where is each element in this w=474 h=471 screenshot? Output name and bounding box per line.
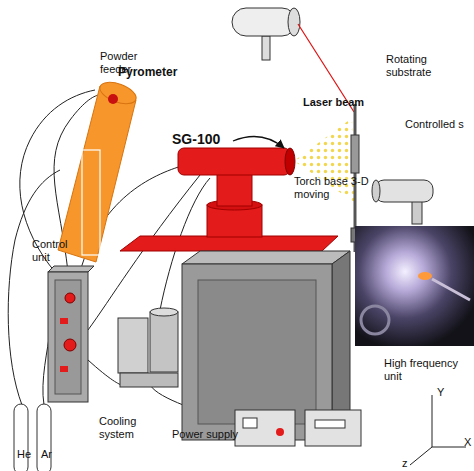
feeder-top: [97, 78, 139, 108]
hf-display: [315, 420, 345, 428]
cooling-nozzle: [372, 180, 433, 224]
part-label: Rotating substrate: [386, 53, 448, 78]
part-label: Cooling system: [99, 415, 149, 440]
nozzle-body: [375, 180, 433, 202]
axis-label: Y: [437, 386, 444, 399]
pyrometer-lens: [288, 8, 300, 36]
wire: [88, 360, 122, 385]
plasma-torch: [178, 148, 295, 237]
torch-body: [178, 148, 290, 175]
x-axis: [432, 447, 466, 448]
pyrometer: [232, 8, 300, 60]
photo-background: [355, 226, 474, 346]
torch-nozzle: [285, 148, 295, 175]
pyrometer-stand: [262, 36, 270, 60]
photo-torch: [432, 279, 470, 300]
gas-cylinder: [37, 404, 51, 471]
axis-label: X: [464, 436, 471, 449]
hf-box: [305, 410, 361, 446]
part-label: High frequency unit: [384, 357, 470, 382]
control-cabinet: [48, 272, 88, 402]
control-button: [64, 339, 76, 351]
gas-label: Ar: [41, 448, 52, 461]
axis-label: z: [402, 457, 408, 470]
torch-column: [217, 172, 252, 206]
gas-cylinder: [14, 404, 28, 471]
cooling-pump-top: [150, 308, 178, 316]
powder-feeder: [58, 78, 139, 262]
part-label: Powder feeder: [100, 50, 152, 75]
feeder-indicator: [108, 94, 118, 104]
y-axis: [432, 395, 433, 447]
pyrometer-body: [232, 8, 296, 36]
photo-flame: [418, 272, 432, 280]
substrate-sample: [351, 135, 359, 173]
feeder-window: [82, 150, 100, 255]
gas-cylinders: [14, 404, 51, 471]
part-label: Control unit: [32, 238, 78, 263]
coordinate-axes: [410, 395, 466, 465]
cabinet-panel: [198, 280, 316, 424]
nozzle-tip: [372, 180, 380, 202]
cooling-base: [120, 373, 178, 387]
cooling-tank: [118, 318, 148, 373]
power-knob: [276, 428, 284, 436]
control-panel: [55, 280, 81, 394]
photo-holder: [361, 306, 389, 334]
part-label: Controlled s: [405, 118, 464, 131]
control-switch: [60, 366, 68, 372]
part-label: Torch base 3-D moving: [294, 175, 386, 200]
control-switch: [60, 318, 68, 324]
gas-label: He: [17, 448, 31, 461]
part-label: Power supply: [172, 428, 238, 441]
cabinet-top: [182, 251, 350, 264]
part-label: SG-100: [172, 131, 220, 147]
table-plate: [120, 236, 338, 251]
cooling-pump: [150, 312, 178, 372]
pointer-arrow: [233, 137, 284, 148]
control-unit: [48, 266, 94, 402]
control-top: [48, 266, 94, 272]
z-axis: [410, 447, 432, 465]
feeder-tube: [58, 86, 136, 262]
control-button: [65, 293, 75, 303]
part-label: Laser beam: [303, 96, 364, 109]
high-frequency-unit: [305, 410, 361, 446]
power-meter: [243, 418, 257, 428]
power-supply-box: [235, 410, 295, 446]
process-photo: [355, 226, 474, 346]
power-supply: [235, 410, 295, 446]
cooling-system: [118, 308, 178, 387]
